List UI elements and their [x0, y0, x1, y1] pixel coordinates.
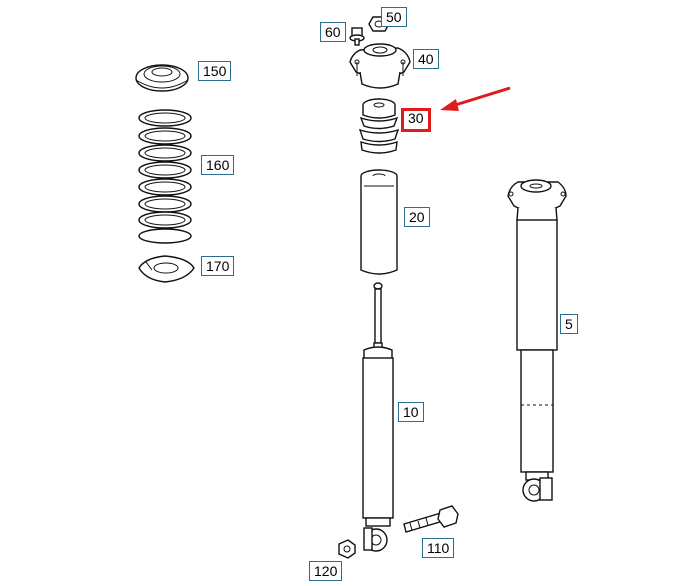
part-110-bolt [403, 505, 459, 533]
callout-20[interactable]: 20 [404, 207, 430, 227]
part-30-bump-stop [358, 98, 400, 154]
callout-5[interactable]: 5 [560, 314, 578, 334]
callout-150[interactable]: 150 [198, 61, 232, 81]
part-170-lower-spring-seat [138, 255, 195, 283]
part-40-strut-mount [349, 43, 411, 89]
part-160-coil-spring [138, 109, 192, 244]
part-10-shock-absorber [362, 282, 394, 552]
highlight-arrow [440, 86, 511, 111]
callout-120[interactable]: 120 [309, 561, 343, 581]
callout-170[interactable]: 170 [201, 256, 235, 276]
callout-60[interactable]: 60 [320, 22, 346, 42]
callout-40[interactable]: 40 [413, 49, 439, 69]
part-20-dust-boot [360, 169, 398, 275]
callout-110[interactable]: 110 [422, 538, 455, 558]
part-120-nut [338, 539, 356, 559]
part-60-stud [349, 27, 365, 46]
callout-30-highlighted[interactable]: 30 [401, 108, 431, 132]
callout-160[interactable]: 160 [201, 155, 235, 175]
part-150-spring-seat [135, 64, 189, 92]
callout-10[interactable]: 10 [398, 402, 424, 422]
part-5-strut-assembly [507, 179, 567, 502]
callout-50[interactable]: 50 [381, 7, 407, 27]
